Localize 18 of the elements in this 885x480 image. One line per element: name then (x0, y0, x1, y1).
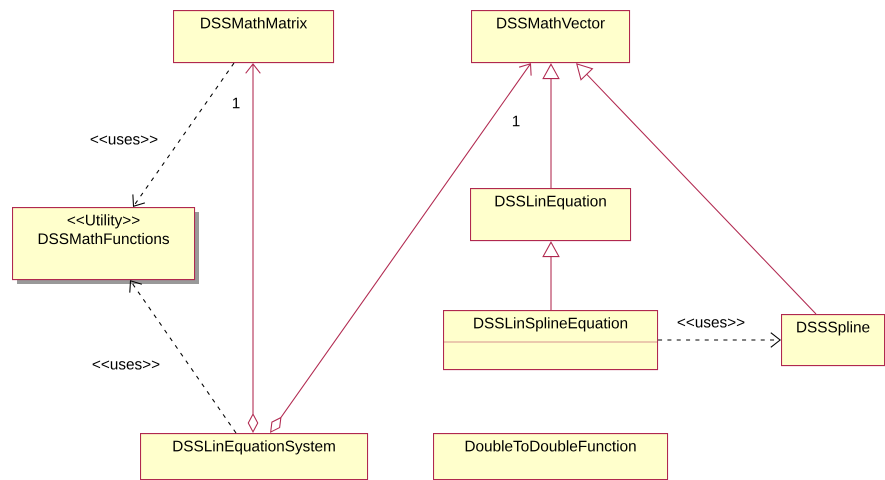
class-box: DSSMathMatrix (173, 10, 334, 64)
edge-label: 1 (510, 114, 522, 128)
class-box: DSSLinEquation (470, 188, 632, 242)
class-box: <<Utility>> DSSMathFunctions (12, 207, 199, 284)
class-box: DSSSpline (781, 314, 885, 366)
class-box: DoubleToDoubleFunction (433, 433, 668, 480)
edge-label: <<uses>> (90, 359, 162, 371)
edge-label: <<uses>> (88, 134, 160, 146)
dependency-arrow (132, 62, 234, 207)
dependency-arrow (658, 332, 781, 348)
dependency-arrow (129, 280, 236, 434)
edge-label: <<uses>> (676, 317, 746, 329)
class-box: DSSLinEquationSystem (140, 433, 368, 480)
generalization-arrow (576, 63, 816, 314)
class-box: DSSMathVector (471, 10, 630, 64)
edge-label: 1 (230, 96, 242, 110)
association-arrow (270, 63, 532, 433)
class-box: DSSLinSplineEquation (442, 310, 658, 370)
